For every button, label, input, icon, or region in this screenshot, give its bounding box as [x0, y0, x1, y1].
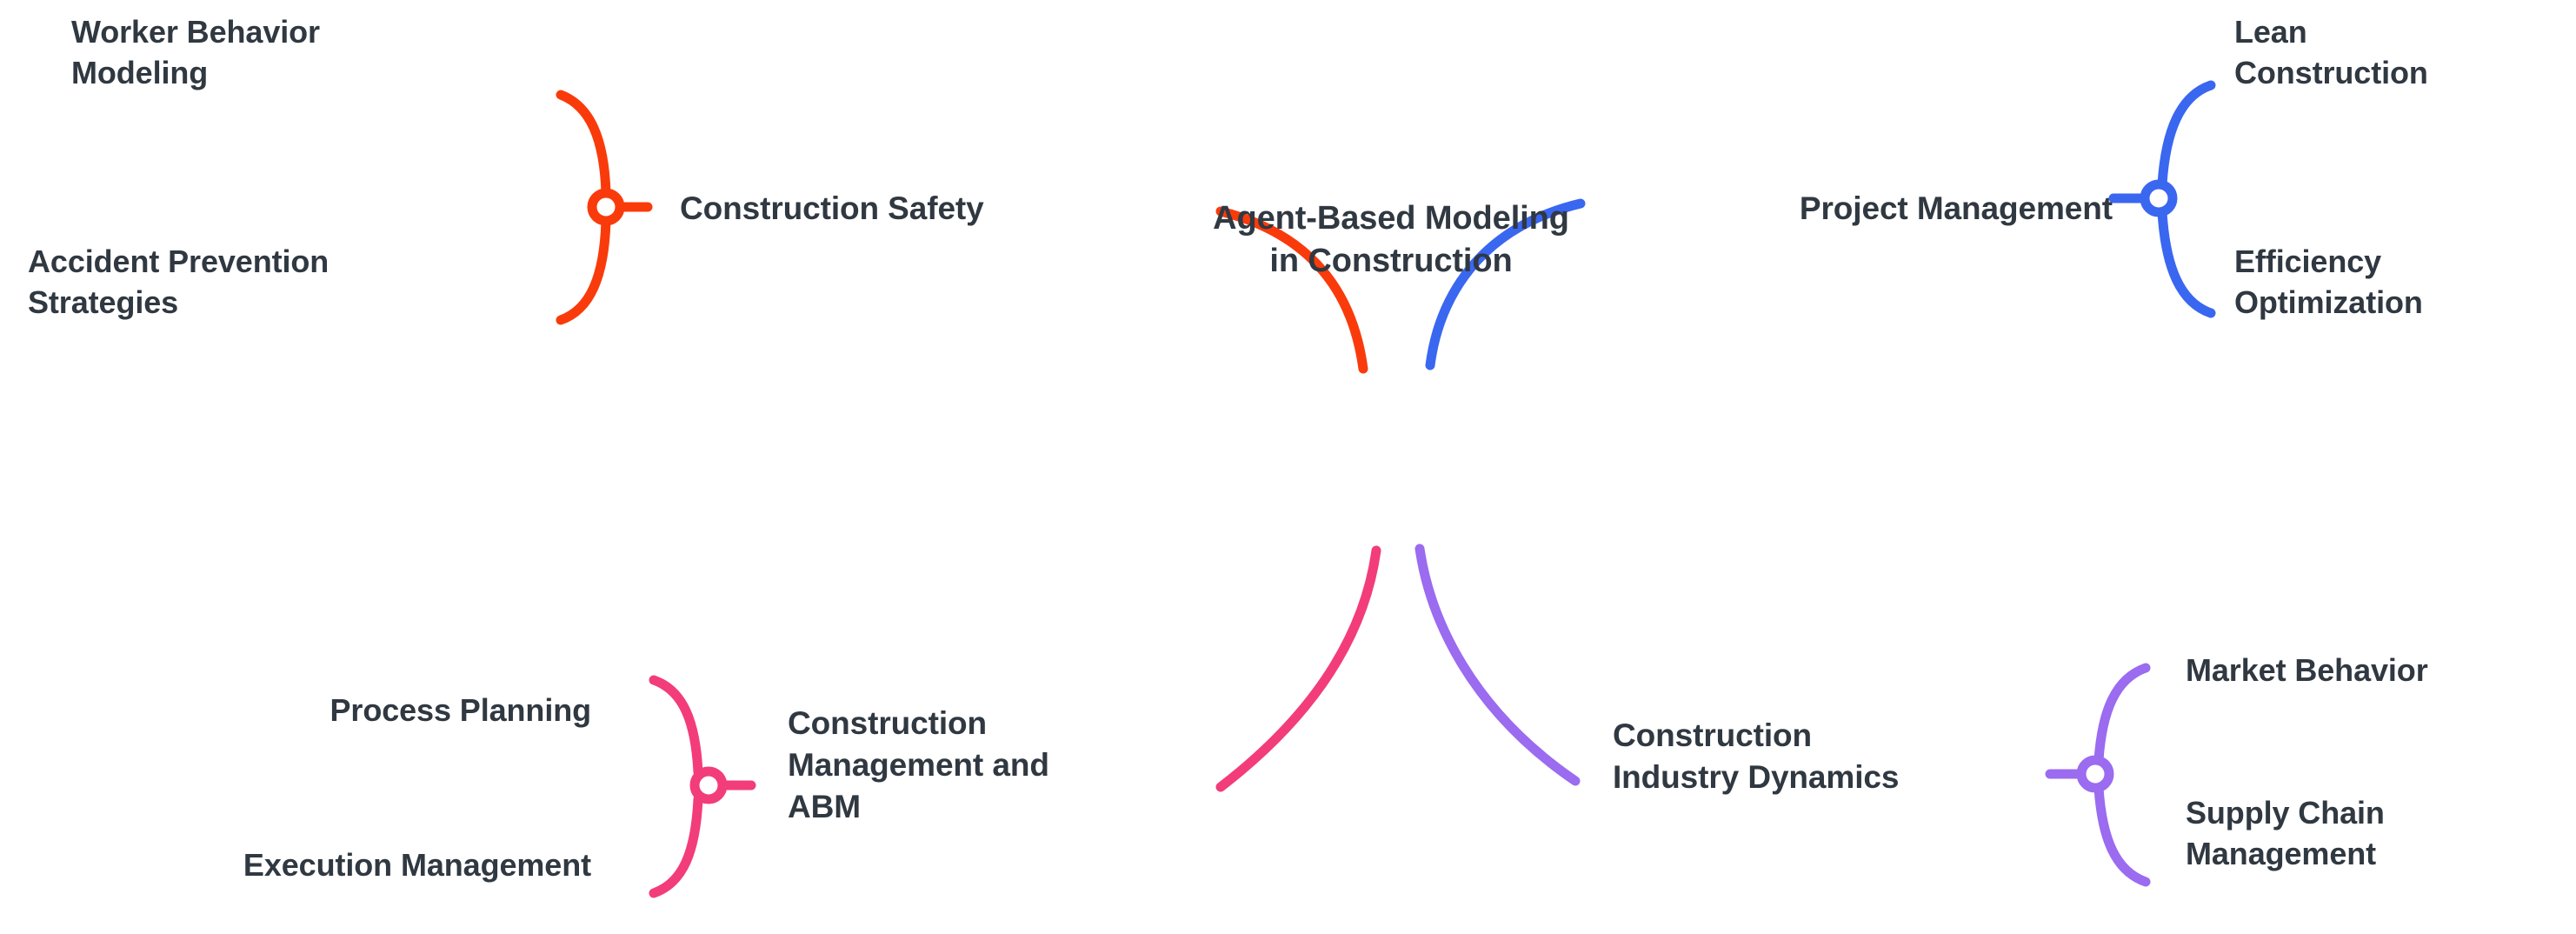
fork-down-construction-industry-dynamics: [2093, 783, 2151, 887]
junction-node-construction-management-and-abm: [689, 766, 728, 804]
fork-up-construction-management-and-abm: [649, 675, 703, 777]
fork-up-project-management: [2157, 80, 2216, 190]
center-node-label: Agent-Based Modeling in Construction: [1213, 200, 1569, 280]
junction-node-construction-industry-dynamics: [2076, 755, 2114, 793]
leaf-execution-management: Execution Management: [243, 847, 591, 883]
branch-label-construction-management-and-abm: Construction Management and ABM: [788, 705, 1049, 825]
leaf-efficiency-optimization: Efficiency Optimization: [2234, 244, 2423, 320]
fork-up-construction-safety: [556, 90, 611, 198]
branch-label-construction-industry-dynamics: Construction Industry Dynamics: [1613, 717, 1900, 796]
fork-down-project-management: [2157, 207, 2216, 318]
branch-label-construction-safety: Construction Safety: [680, 190, 984, 226]
leaf-lean-construction: Lean Construction: [2234, 14, 2428, 90]
junction-node-construction-safety: [587, 188, 625, 226]
fork-down-construction-management-and-abm: [649, 794, 703, 898]
leaf-market-behavior: Market Behavior: [2186, 652, 2428, 688]
spine-construction-industry-dynamics: [1414, 544, 1581, 786]
fork-down-construction-safety: [556, 216, 611, 325]
fork-up-construction-industry-dynamics: [2093, 663, 2151, 765]
spine-construction-management-and-abm: [1215, 545, 1381, 792]
leaf-process-planning: Process Planning: [329, 692, 592, 728]
leaf-worker-behavior-modeling: Worker Behavior Modeling: [71, 14, 320, 90]
leaf-supply-chain-management: Supply Chain Management: [2186, 795, 2385, 871]
branch-label-project-management: Project Management: [1799, 190, 2113, 226]
leaf-accident-prevention-strategies: Accident Prevention Strategies: [28, 244, 329, 320]
junction-node-project-management: [2140, 179, 2178, 217]
